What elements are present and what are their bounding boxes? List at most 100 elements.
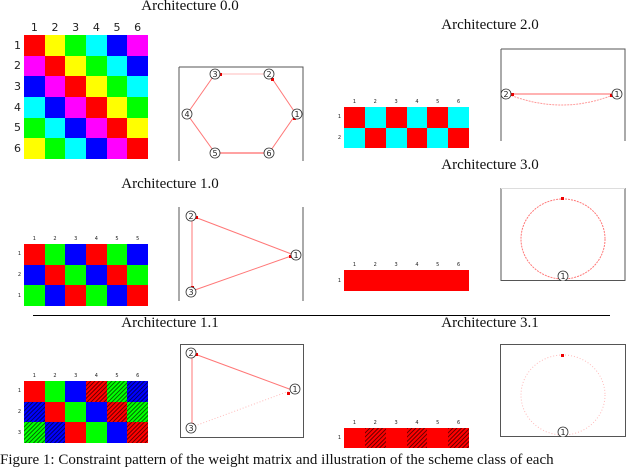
matrix-cell (44, 381, 66, 402)
matrix-cell (24, 401, 45, 423)
column-tick-label: 5 (136, 236, 140, 242)
separator-rule (33, 315, 610, 316)
matrix-cell (65, 244, 86, 265)
matrix-cell (344, 107, 365, 128)
column-tick-label: 1 (32, 236, 36, 242)
matrix-cell (106, 285, 128, 306)
matrix-cell (427, 127, 449, 148)
matrix-arch-0-0 (24, 35, 148, 159)
column-tick-label: 3 (394, 262, 398, 268)
matrix-cell (364, 270, 386, 291)
row-tick-label: 2 (14, 59, 21, 73)
matrix-cell (85, 401, 107, 423)
panel-title-arch-3-0: Architecture 3.0 (441, 157, 539, 173)
matrix-cell (44, 55, 66, 77)
matrix-cell (24, 381, 45, 402)
matrix-cell (106, 381, 128, 402)
column-tick-label: 1 (32, 373, 36, 379)
matrix-cell (127, 55, 148, 77)
svg-text:1: 1 (560, 428, 565, 437)
svg-text:3: 3 (188, 424, 193, 433)
matrix-cell (127, 35, 148, 56)
svg-text:6: 6 (266, 149, 271, 158)
row-tick-label: 2 (17, 409, 21, 415)
matrix-cell (85, 422, 107, 443)
svg-text:2: 2 (266, 70, 271, 79)
matrix-cell (406, 107, 428, 128)
matrix-cell (44, 401, 66, 423)
matrix-cell (127, 381, 148, 402)
row-tick-label: 3 (14, 80, 21, 94)
column-tick-label: 2 (373, 99, 377, 105)
matrix-arch-1-1 (24, 381, 148, 443)
matrix-cell (24, 138, 45, 159)
matrix-cell (427, 107, 449, 128)
matrix-cell (406, 428, 428, 448)
row-tick-label: 1 (337, 114, 341, 121)
matrix-arch-3-0 (344, 270, 469, 291)
column-tick-label: 3 (74, 236, 78, 242)
matrix-cell (127, 244, 148, 265)
matrix-cell (65, 381, 86, 402)
matrix-cell (344, 270, 365, 291)
column-tick-label: 1 (352, 420, 356, 426)
column-tick-label: 4 (415, 420, 419, 426)
matrix-cell (65, 76, 86, 97)
matrix-cell (385, 428, 407, 448)
svg-text:2: 2 (503, 90, 508, 99)
matrix-cell (24, 285, 45, 306)
matrix-cell (24, 96, 45, 118)
matrix-cell (127, 117, 148, 139)
matrix-cell (127, 401, 148, 423)
panel-title-arch-3-1: Architecture 3.1 (441, 315, 539, 331)
column-tick-label: 6 (134, 21, 142, 34)
matrix-cell (44, 117, 66, 139)
column-tick-label: 4 (415, 99, 419, 105)
matrix-cell (44, 138, 66, 159)
column-tick-label: 4 (94, 236, 98, 242)
graph-arch-2-0: 1 2 (500, 48, 626, 141)
matrix-cell (65, 401, 86, 423)
matrix-cell (106, 96, 128, 118)
matrix-cell (24, 35, 45, 56)
matrix-cell (406, 270, 428, 291)
matrix-cell (364, 107, 386, 128)
matrix-cell (127, 264, 148, 286)
matrix-cell (65, 117, 86, 139)
column-tick-label: 5 (436, 420, 440, 426)
matrix-cell (106, 55, 128, 77)
matrix-cell (448, 127, 469, 148)
panel-title-arch-2-0: Architecture 2.0 (441, 17, 539, 33)
row-tick-label: 1 (17, 388, 21, 395)
matrix-cell (385, 127, 407, 148)
matrix-cell (24, 117, 45, 139)
matrix-cell (344, 428, 365, 448)
matrix-cell (85, 138, 107, 159)
matrix-cell (24, 76, 45, 97)
matrix-cell (427, 270, 449, 291)
row-tick-label: 3 (17, 429, 21, 436)
column-tick-label: 3 (74, 373, 78, 379)
matrix-cell (44, 35, 66, 56)
matrix-cell (106, 76, 128, 97)
matrix-cell (44, 76, 66, 97)
svg-text:4: 4 (184, 110, 189, 119)
matrix-cell (127, 422, 148, 443)
svg-text:1: 1 (560, 272, 565, 281)
matrix-cell (127, 138, 148, 159)
column-tick-label: 5 (436, 262, 440, 268)
svg-text:3: 3 (188, 288, 193, 297)
column-tick-label: 6 (136, 373, 140, 379)
column-tick-label: 3 (394, 420, 398, 426)
matrix-cell (448, 107, 469, 128)
row-tick-label: 1 (17, 292, 21, 299)
row-tick-label: 4 (14, 100, 21, 114)
matrix-cell (44, 285, 66, 306)
matrix-cell (44, 96, 66, 118)
row-tick-label: 5 (14, 121, 21, 135)
column-tick-label: 1 (352, 99, 356, 105)
row-tick-label: 1 (14, 38, 21, 52)
matrix-cell (106, 117, 128, 139)
column-tick-label: 2 (53, 236, 57, 242)
column-tick-label: 5 (113, 21, 121, 34)
